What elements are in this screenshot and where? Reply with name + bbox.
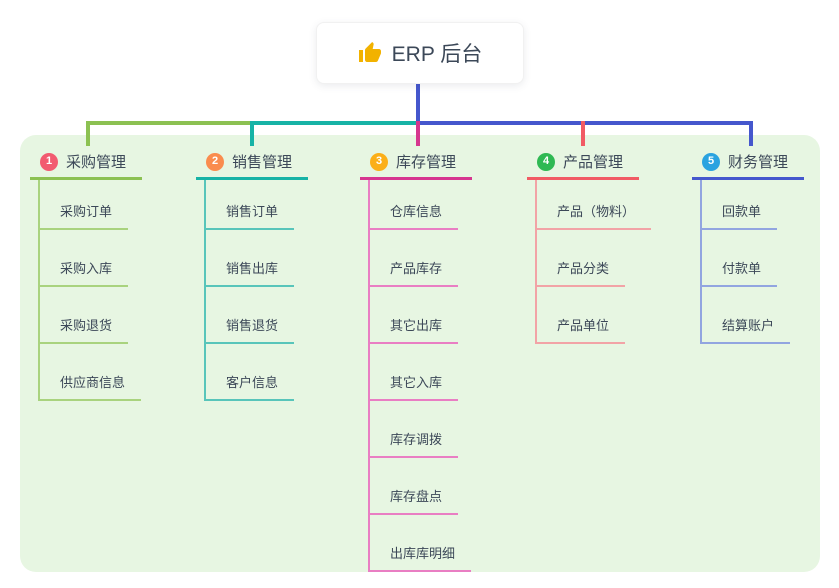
child-label: 库存盘点 bbox=[390, 489, 443, 504]
thumbs-up-icon bbox=[358, 42, 381, 62]
child-label: 产品分类 bbox=[557, 261, 610, 276]
branch-sales: 2 销售管理 销售订单 销售出库 销售退货 客户信息 bbox=[196, 146, 309, 401]
branch-product: 4 产品管理 产品（物料） 产品分类 产品单位 bbox=[527, 146, 652, 344]
branch-badge-1: 1 bbox=[40, 152, 58, 171]
child-node[interactable]: 出库库明细 bbox=[370, 515, 472, 572]
branch-label: 销售管理 bbox=[232, 154, 293, 171]
child-label: 客户信息 bbox=[226, 375, 279, 390]
child-label: 销售退货 bbox=[226, 318, 279, 333]
child-node[interactable]: 采购入库 bbox=[40, 230, 129, 287]
branch-node-sales[interactable]: 2 销售管理 bbox=[196, 146, 309, 180]
connector-drop-product bbox=[581, 121, 585, 146]
child-label: 产品单位 bbox=[557, 318, 610, 333]
child-label: 出库库明细 bbox=[390, 546, 456, 561]
branch-label: 采购管理 bbox=[66, 154, 127, 171]
branch-node-inventory[interactable]: 3 库存管理 bbox=[360, 146, 473, 180]
connector-drop-purchase bbox=[86, 121, 90, 146]
child-node[interactable]: 销售出库 bbox=[206, 230, 295, 287]
connector-bus-right bbox=[418, 121, 753, 125]
child-node[interactable]: 库存调拨 bbox=[370, 401, 459, 458]
branch-badge-2: 2 bbox=[206, 152, 224, 171]
child-node[interactable]: 结算账户 bbox=[702, 287, 791, 344]
child-label: 销售订单 bbox=[226, 204, 279, 219]
branch-children-finance: 回款单 付款单 结算账户 bbox=[700, 180, 791, 344]
branch-finance: 5 财务管理 回款单 付款单 结算账户 bbox=[692, 146, 805, 344]
child-label: 采购订单 bbox=[60, 204, 113, 219]
child-node[interactable]: 仓库信息 bbox=[370, 180, 459, 230]
child-node[interactable]: 产品（物料） bbox=[537, 180, 652, 230]
child-node[interactable]: 产品分类 bbox=[537, 230, 626, 287]
branch-node-purchase[interactable]: 1 采购管理 bbox=[30, 146, 143, 180]
branch-children-sales: 销售订单 销售出库 销售退货 客户信息 bbox=[204, 180, 295, 401]
child-node[interactable]: 销售退货 bbox=[206, 287, 295, 344]
child-node[interactable]: 库存盘点 bbox=[370, 458, 459, 515]
root-node[interactable]: ERP 后台 bbox=[316, 22, 524, 84]
child-label: 其它入库 bbox=[390, 375, 443, 390]
branch-badge-5: 5 bbox=[702, 152, 720, 171]
connector-bus-purchase bbox=[86, 121, 254, 125]
child-label: 回款单 bbox=[722, 204, 762, 219]
child-node[interactable]: 产品库存 bbox=[370, 230, 459, 287]
branch-children-product: 产品（物料） 产品分类 产品单位 bbox=[535, 180, 652, 344]
connector-drop-sales bbox=[250, 121, 254, 146]
child-label: 付款单 bbox=[722, 261, 762, 276]
child-node[interactable]: 付款单 bbox=[702, 230, 778, 287]
child-label: 采购退货 bbox=[60, 318, 113, 333]
branch-node-product[interactable]: 4 产品管理 bbox=[527, 146, 640, 180]
branch-purchase: 1 采购管理 采购订单 采购入库 采购退货 供应商信息 bbox=[30, 146, 143, 401]
connector-drop-finance bbox=[749, 121, 753, 146]
child-node[interactable]: 采购订单 bbox=[40, 180, 129, 230]
connector-drop-inventory bbox=[416, 121, 420, 146]
child-label: 其它出库 bbox=[390, 318, 443, 333]
branch-node-finance[interactable]: 5 财务管理 bbox=[692, 146, 805, 180]
child-label: 产品库存 bbox=[390, 261, 443, 276]
child-label: 采购入库 bbox=[60, 261, 113, 276]
branch-label: 库存管理 bbox=[396, 154, 457, 171]
mindmap-panel bbox=[20, 135, 820, 572]
child-node[interactable]: 产品单位 bbox=[537, 287, 626, 344]
root-node-label: ERP 后台 bbox=[391, 43, 483, 66]
child-node[interactable]: 采购退货 bbox=[40, 287, 129, 344]
branch-badge-4: 4 bbox=[537, 152, 555, 171]
child-node[interactable]: 销售订单 bbox=[206, 180, 295, 230]
branch-children-inventory: 仓库信息 产品库存 其它出库 其它入库 库存调拨 库存盘点 出库库明细 bbox=[368, 180, 472, 572]
child-node[interactable]: 供应商信息 bbox=[40, 344, 142, 401]
child-label: 产品（物料） bbox=[557, 204, 636, 219]
child-node[interactable]: 回款单 bbox=[702, 180, 778, 230]
branch-inventory: 3 库存管理 仓库信息 产品库存 其它出库 其它入库 库存调拨 库存盘点 出库库… bbox=[360, 146, 473, 572]
branch-children-purchase: 采购订单 采购入库 采购退货 供应商信息 bbox=[38, 180, 142, 401]
child-label: 供应商信息 bbox=[60, 375, 126, 390]
child-label: 库存调拨 bbox=[390, 432, 443, 447]
branch-label: 财务管理 bbox=[728, 154, 789, 171]
child-node[interactable]: 其它入库 bbox=[370, 344, 459, 401]
branch-badge-3: 3 bbox=[370, 152, 388, 171]
connector-bus-sales bbox=[250, 121, 418, 125]
branch-label: 产品管理 bbox=[563, 154, 624, 171]
child-node[interactable]: 其它出库 bbox=[370, 287, 459, 344]
connector-root-stem bbox=[416, 82, 420, 125]
child-node[interactable]: 客户信息 bbox=[206, 344, 295, 401]
child-label: 仓库信息 bbox=[390, 204, 443, 219]
child-label: 销售出库 bbox=[226, 261, 279, 276]
child-label: 结算账户 bbox=[722, 318, 775, 333]
